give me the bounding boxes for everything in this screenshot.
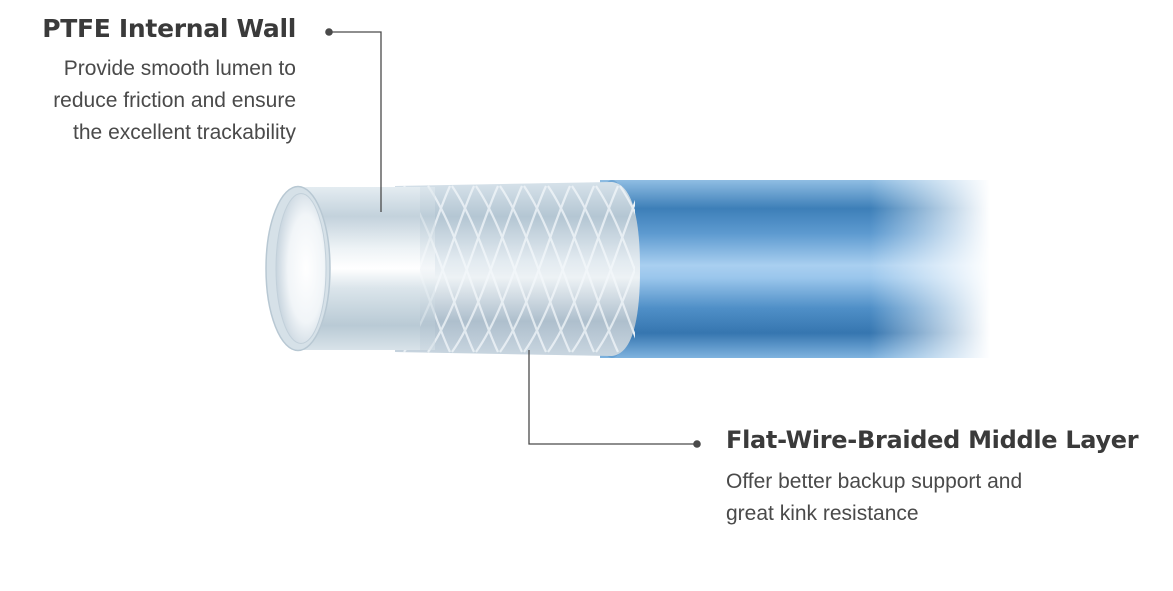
leader-line-internal-wall [331,31,382,212]
callout-internal-wall-line: Provide smooth lumen to [63,57,296,80]
callout-internal-wall-description: Provide smooth lumen to reduce friction … [0,53,296,149]
lumen-opening [275,193,327,344]
braid-shading [395,182,640,356]
callout-middle-layer-description: Offer better backup support and great ki… [726,466,1138,530]
callout-middle-layer-line: great kink resistance [726,502,919,525]
callout-middle-layer-title: Flat-Wire-Braided Middle Layer [726,426,1139,454]
callout-internal-wall-line: reduce friction and ensure [53,89,296,112]
callout-internal-wall-title: PTFE Internal Wall [42,14,296,43]
liner-transition [395,187,435,350]
callout-internal-wall: PTFE Internal Wall Provide smooth lumen … [0,14,296,149]
leader-dot-internal-wall [325,28,333,36]
ptfe-internal-wall [298,187,420,350]
leader-line-middle-layer [528,350,694,445]
callout-middle-layer-line: Offer better backup support and [726,470,1023,493]
leader-dot-middle-layer [693,440,701,448]
callout-internal-wall-line: the excellent trackability [73,121,296,144]
outer-jacket-layer [600,180,990,358]
callout-middle-layer: Flat-Wire-Braided Middle Layer Offer bet… [726,426,1139,530]
